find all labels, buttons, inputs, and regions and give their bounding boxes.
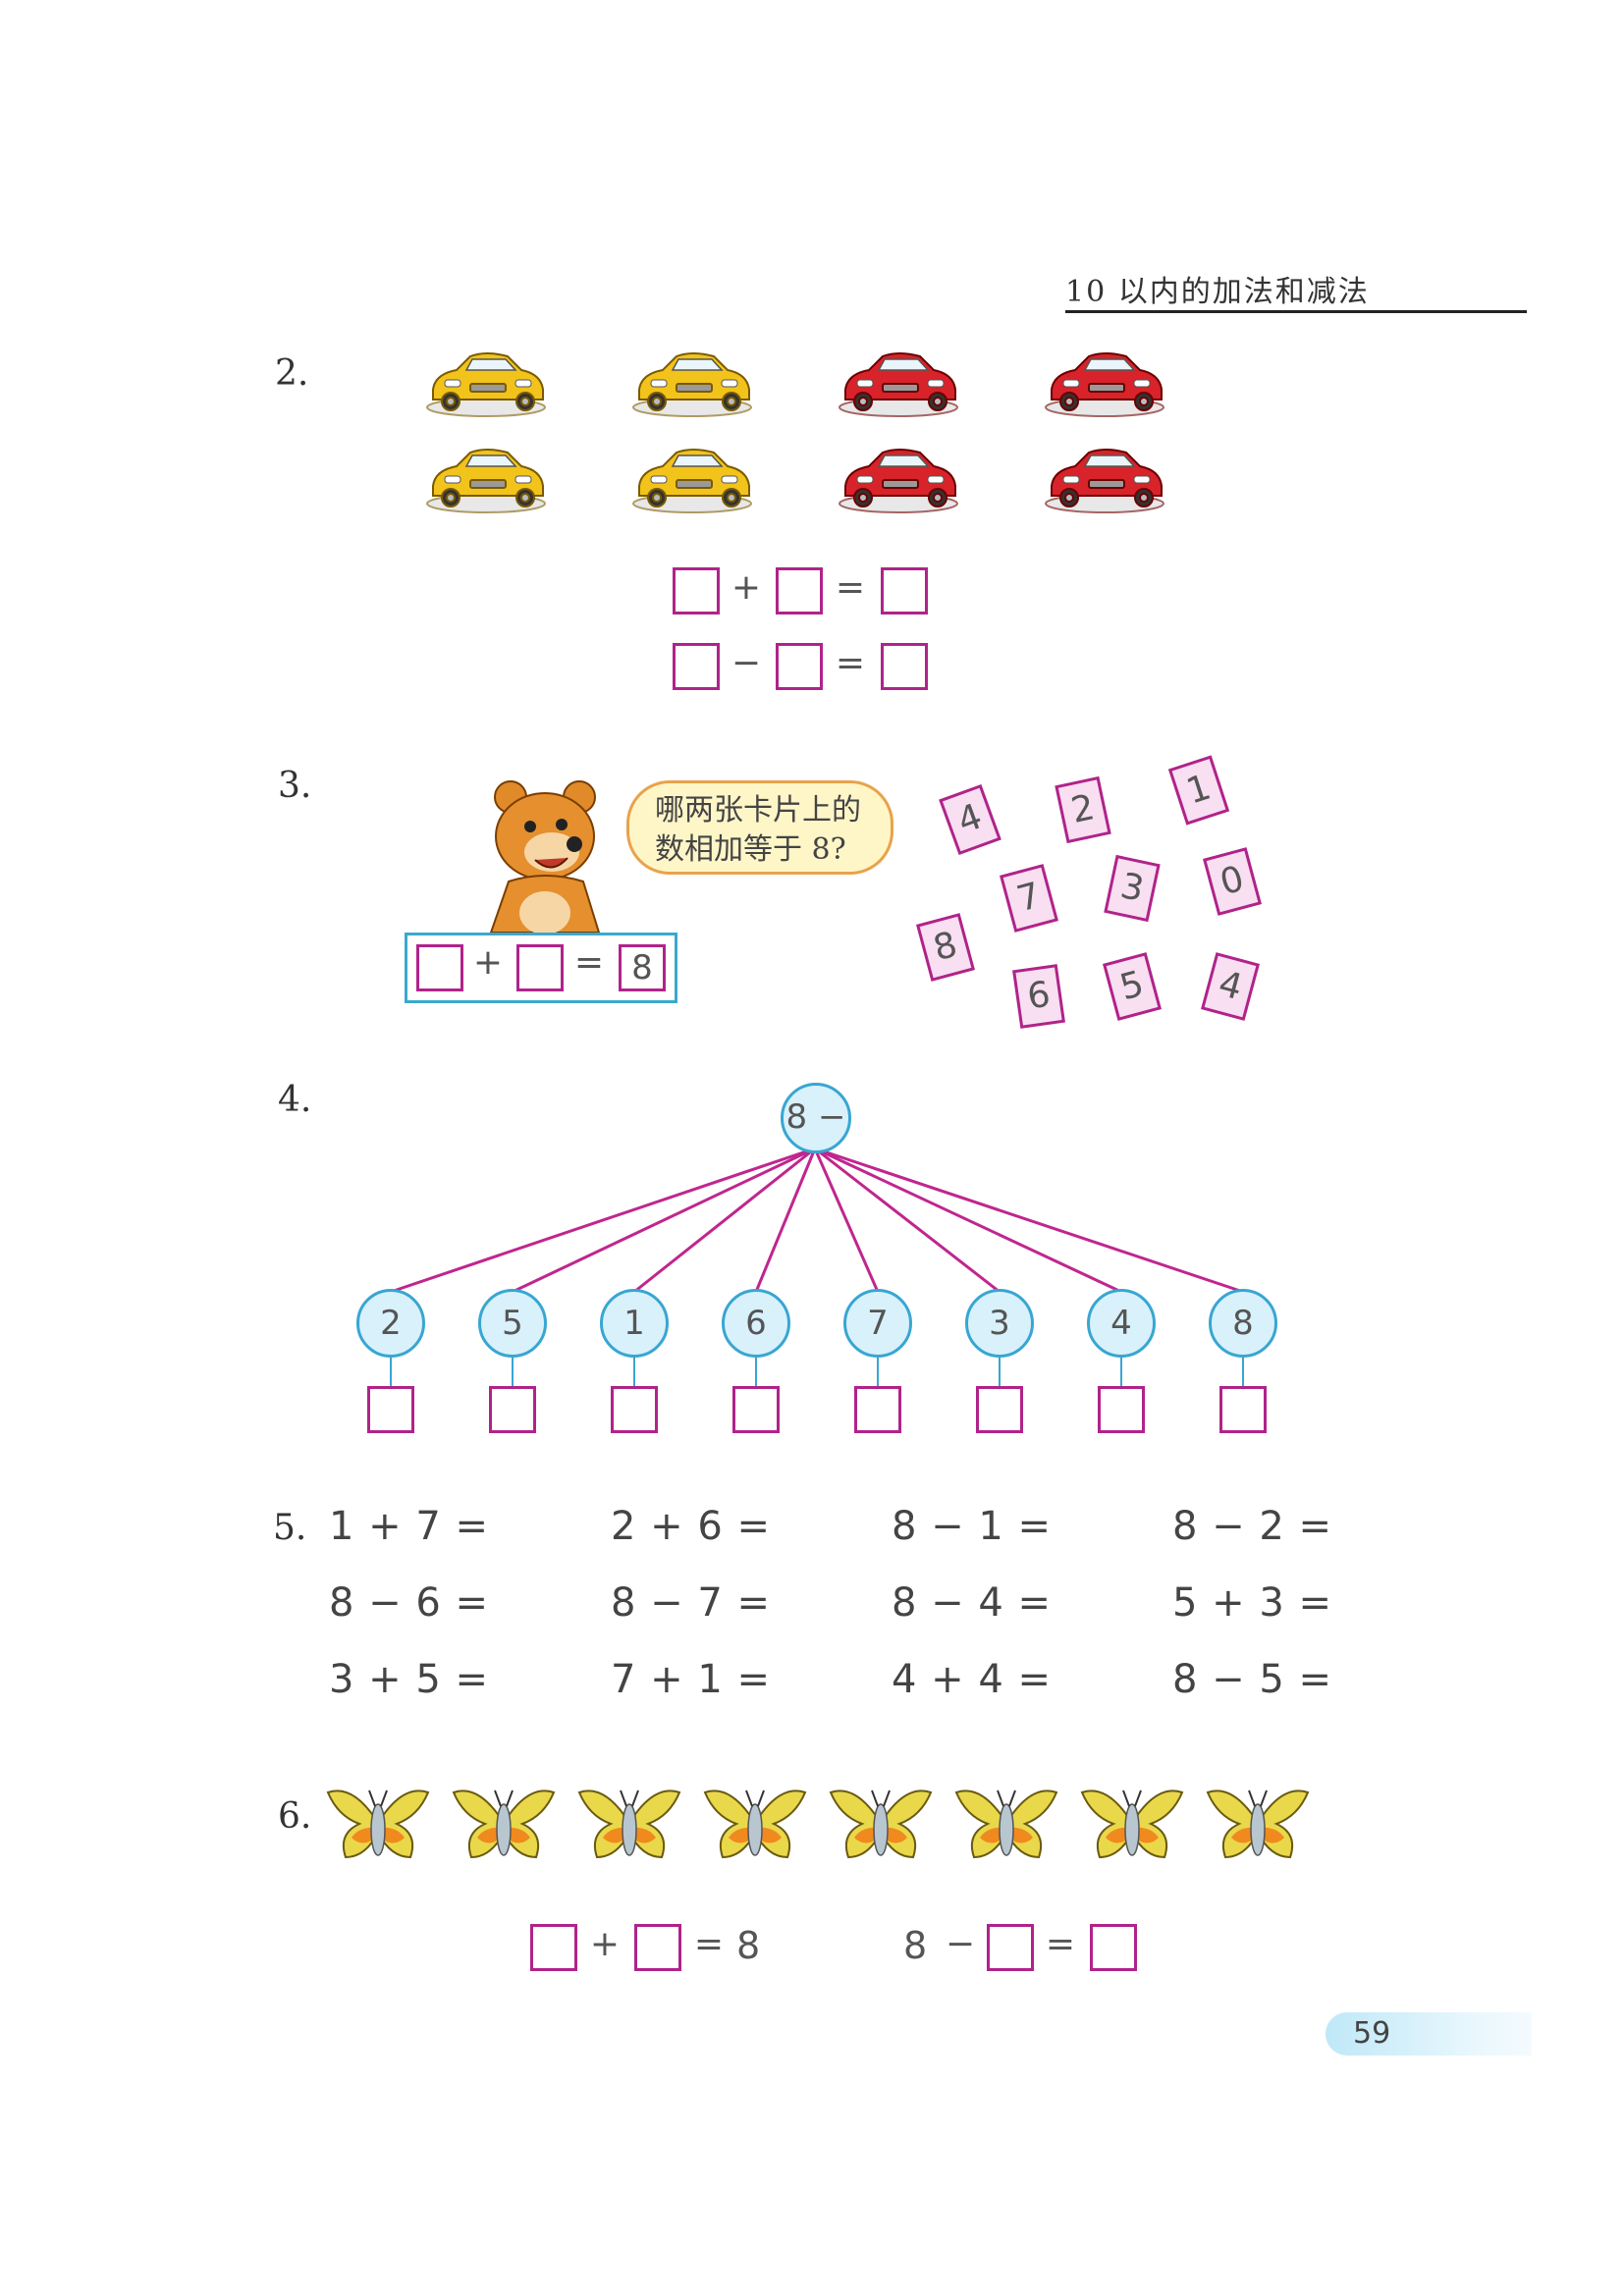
tree-answer-box[interactable] <box>976 1386 1023 1433</box>
question-number-6: 6. <box>278 1796 312 1837</box>
q6-equals-sign-2: = <box>1045 1924 1076 1964</box>
equation: 8 − 7 = <box>611 1580 772 1626</box>
butterfly-icon <box>578 1789 680 1858</box>
question-number-4: 4. <box>278 1080 312 1120</box>
q6-answer-box-3[interactable] <box>987 1924 1034 1971</box>
q6-result-number: 8 <box>736 1924 761 1967</box>
question-number-5: 5. <box>273 1508 307 1548</box>
tree-leaf-node: 5 <box>478 1289 547 1358</box>
butterfly-icon <box>830 1789 932 1858</box>
butterfly-icon <box>453 1789 555 1858</box>
butterfly-icon <box>1207 1789 1309 1858</box>
q6-lead-number: 8 <box>903 1924 928 1967</box>
bubble-line-2: 数相加等于 8? <box>655 832 846 867</box>
q2-answer-box-1[interactable] <box>673 567 720 614</box>
q2-answer-box-5[interactable] <box>776 643 823 690</box>
q6-plus-sign: + <box>589 1924 621 1964</box>
equation: 2 + 6 = <box>611 1504 772 1549</box>
q2-equals-sign-2: = <box>835 643 866 683</box>
tree-leaf-node: 2 <box>356 1289 425 1358</box>
bubble-line-1: 哪两张卡片上的 <box>655 793 861 828</box>
q2-answer-box-6[interactable] <box>881 643 928 690</box>
tree-answer-box[interactable] <box>1219 1386 1267 1433</box>
q3-answer-box-1[interactable] <box>416 944 463 991</box>
equation: 3 + 5 = <box>329 1657 490 1702</box>
butterfly-icon <box>955 1789 1057 1858</box>
q3-result-box: 8 <box>619 944 666 991</box>
question-number-2: 2. <box>275 353 309 394</box>
equation: 8 − 4 = <box>892 1580 1053 1626</box>
q2-equals-sign-1: = <box>835 567 866 608</box>
tree-leaf-node: 3 <box>965 1289 1034 1358</box>
equation: 5 + 3 = <box>1172 1580 1333 1626</box>
tree-answer-box[interactable] <box>611 1386 658 1433</box>
tree-answer-box[interactable] <box>732 1386 780 1433</box>
page-number: 59 <box>1353 2016 1391 2051</box>
tree-answer-box[interactable] <box>1098 1386 1145 1433</box>
equation: 8 − 6 = <box>329 1580 490 1626</box>
butterflies-illustration <box>327 1789 1309 1858</box>
q6-answer-box-4[interactable] <box>1090 1924 1137 1971</box>
tree-leaf-node: 1 <box>600 1289 669 1358</box>
equation: 8 − 1 = <box>892 1504 1053 1549</box>
q6-answer-box-2[interactable] <box>634 1924 681 1971</box>
q2-answer-box-4[interactable] <box>673 643 720 690</box>
bear-icon <box>489 780 601 934</box>
tree-answer-box[interactable] <box>367 1386 414 1433</box>
q3-equals-sign: = <box>573 942 605 983</box>
tree-answer-box[interactable] <box>854 1386 901 1433</box>
q2-answer-box-2[interactable] <box>776 567 823 614</box>
speech-bubble: 哪两张卡片上的 数相加等于 8? <box>626 780 893 875</box>
tree-leaf-node: 6 <box>722 1289 790 1358</box>
tree-root-node: 8 − <box>781 1083 851 1153</box>
q2-plus-sign: + <box>731 567 762 608</box>
tree-lines <box>390 1147 1244 1386</box>
q3-plus-sign: + <box>472 942 504 983</box>
q2-answer-box-3[interactable] <box>881 567 928 614</box>
equation: 7 + 1 = <box>611 1657 772 1702</box>
tree-leaf-node: 8 <box>1209 1289 1277 1358</box>
tree-leaf-node: 4 <box>1087 1289 1156 1358</box>
chapter-title: 10 以内的加法和减法 <box>1065 267 1527 313</box>
q2-minus-sign: − <box>731 643 762 683</box>
page-number-tab <box>1326 2012 1532 2056</box>
question-number-3: 3. <box>278 766 312 806</box>
q6-answer-box-1[interactable] <box>530 1924 577 1971</box>
butterfly-icon <box>327 1789 429 1858</box>
q6-equals-sign-1: = <box>693 1924 725 1964</box>
equation: 8 − 5 = <box>1172 1657 1333 1702</box>
q6-minus-sign: − <box>945 1924 976 1964</box>
butterfly-icon <box>704 1789 806 1858</box>
q3-answer-box-2[interactable] <box>516 944 564 991</box>
tree-answer-box[interactable] <box>489 1386 536 1433</box>
equation: 4 + 4 = <box>892 1657 1053 1702</box>
equation: 8 − 2 = <box>1172 1504 1333 1549</box>
tree-leaf-node: 7 <box>843 1289 912 1358</box>
equation: 1 + 7 = <box>329 1504 490 1549</box>
butterfly-icon <box>1081 1789 1183 1858</box>
